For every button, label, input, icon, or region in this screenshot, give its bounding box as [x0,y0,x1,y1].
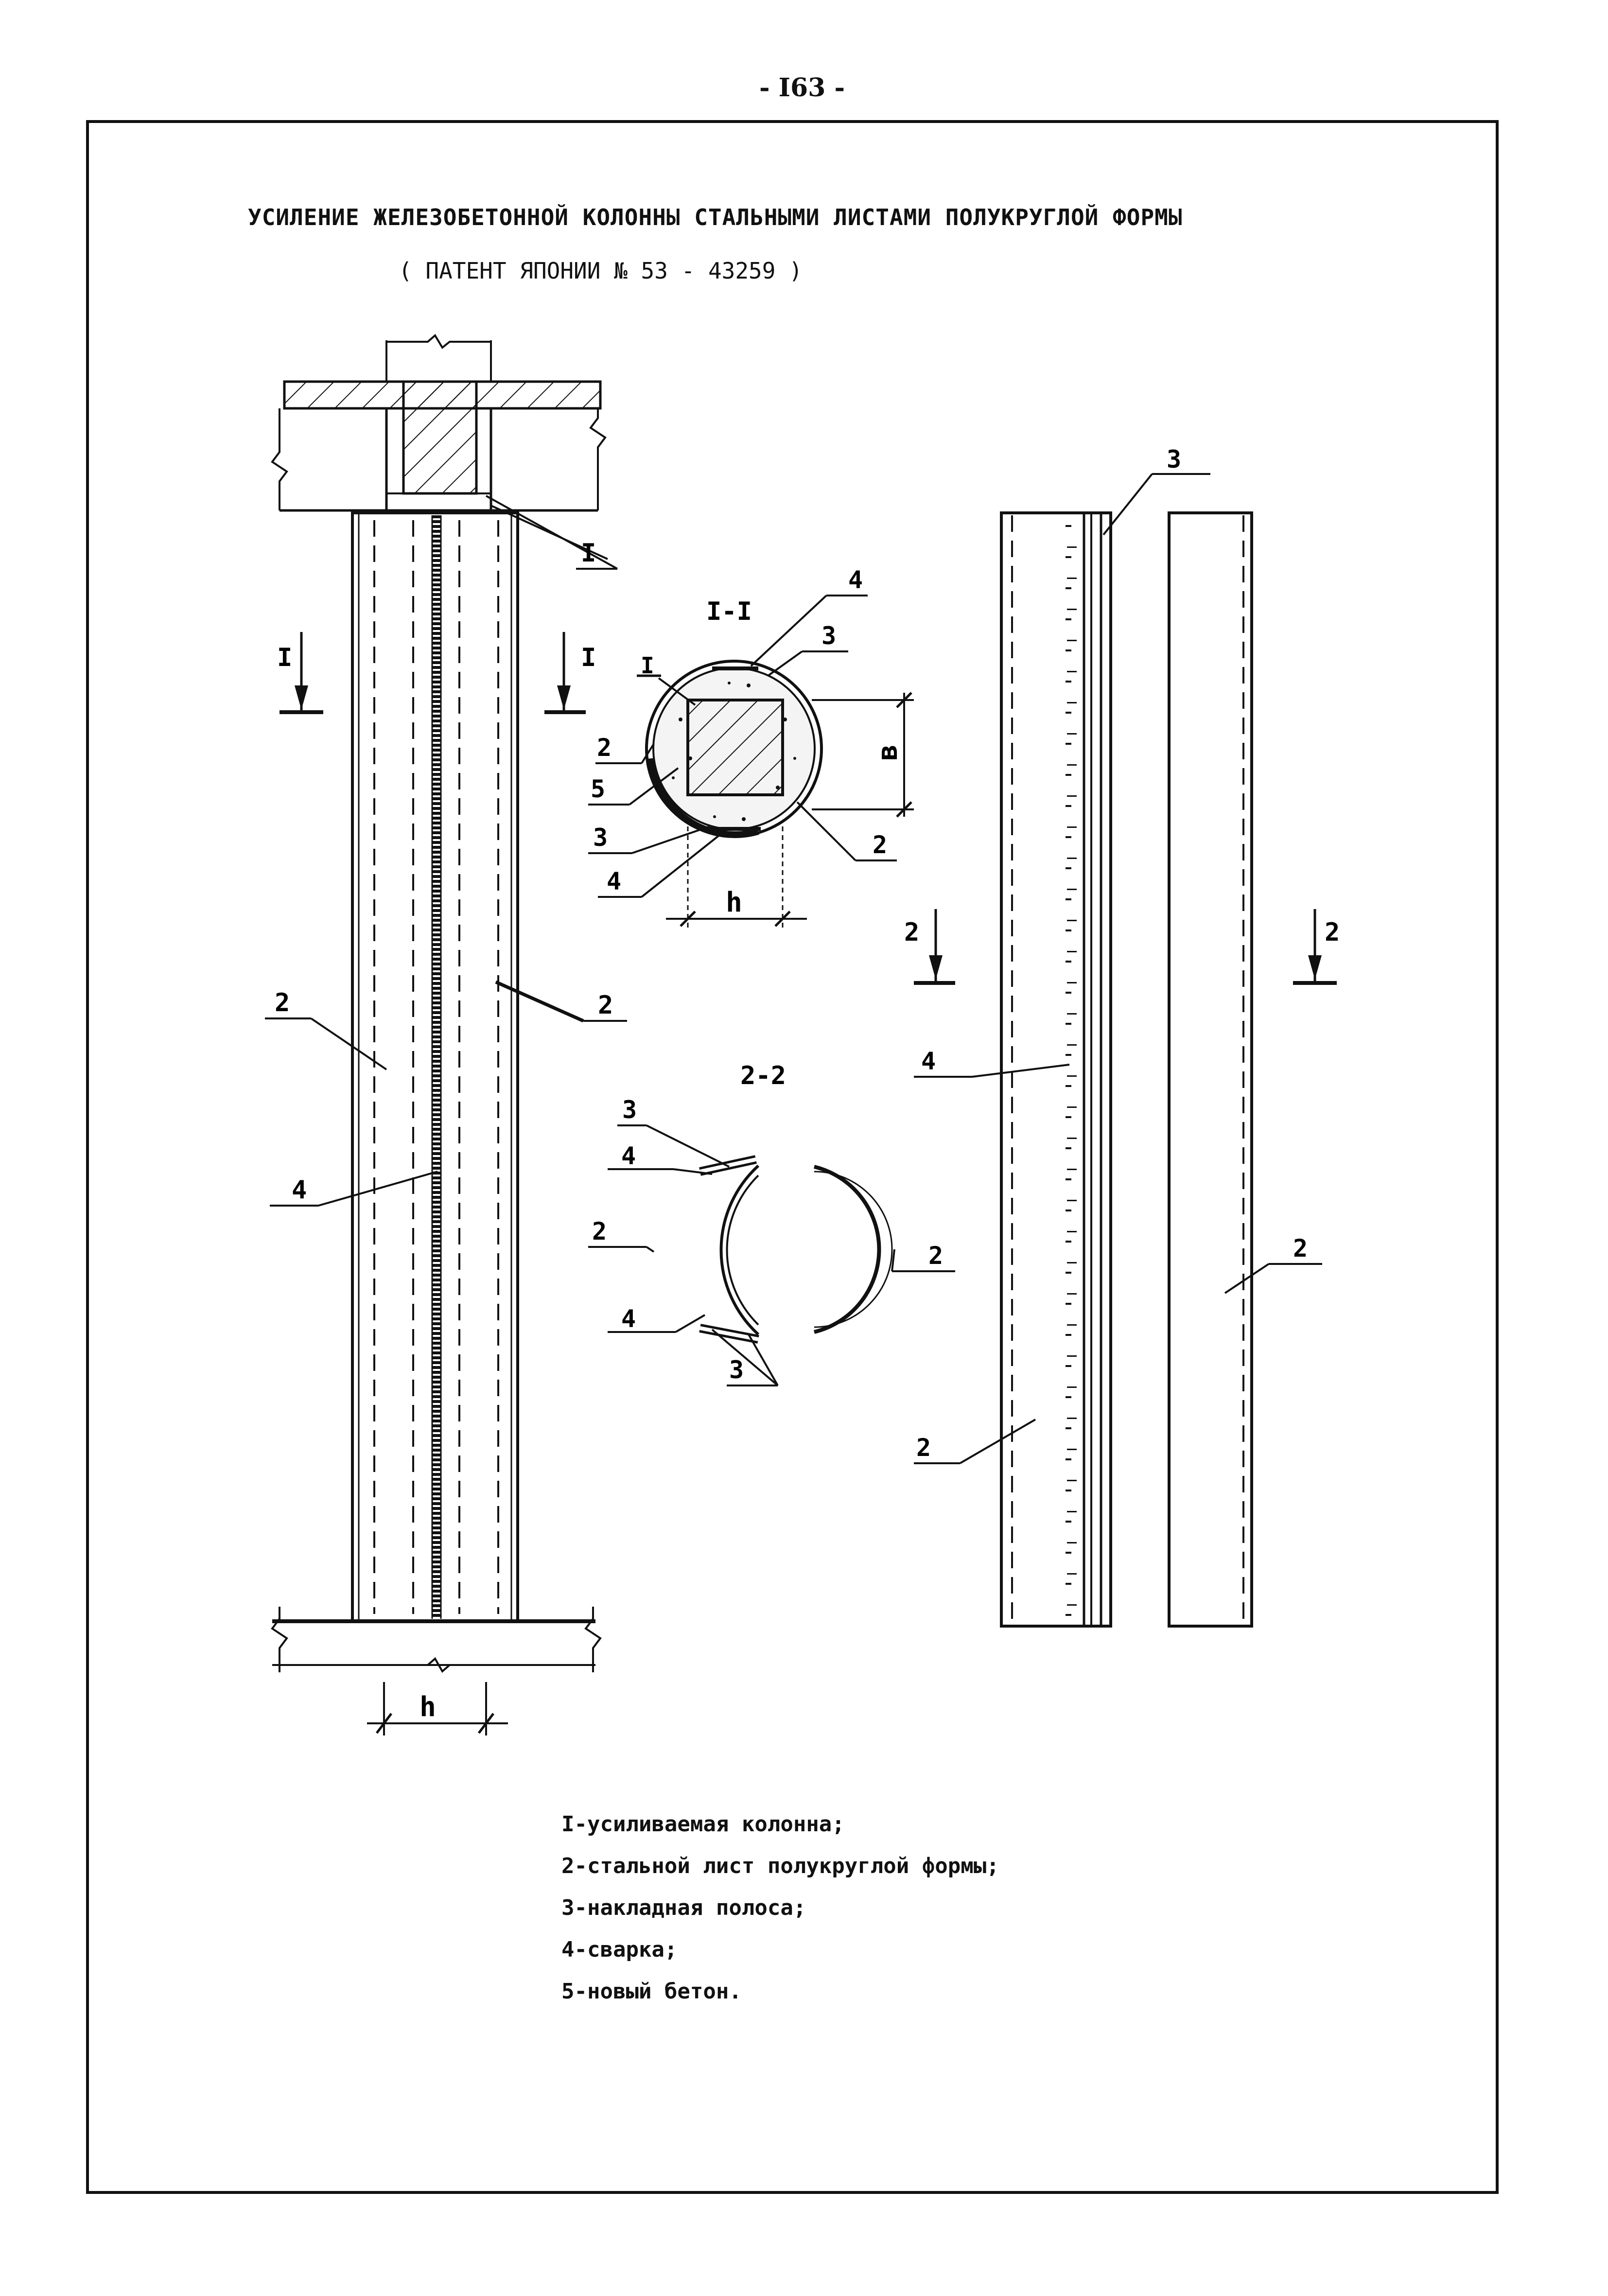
legend-item: I-усиливаемая колонна; [561,1812,845,1837]
callout-2-section22-right: 2 [928,1242,943,1270]
legend-item: 5-новый бетон. [561,1979,742,2004]
break-line-right [589,408,607,510]
callout-1-elevation: I [581,539,596,568]
section-core [686,699,784,796]
callout-4-section-top: 4 [848,566,863,594]
half-shell-left [719,1164,760,1336]
callout-2-elevation-right: 2 [598,991,613,1020]
sheet-elevations: 3 4 2 2 2 2 [904,445,1340,1628]
legend-item: 3-накладная полоса; [561,1895,806,1920]
callout-4-elevation: 4 [292,1175,307,1205]
column-elevation: h I I I 2 2 4 [265,333,627,1735]
section-1-1-title: I-I [706,597,752,626]
section-1-1-cut-label: I [641,652,654,679]
legend-item: 4-сварка; [561,1937,678,1962]
dimension-h-elevation: h [419,1691,436,1723]
callout-4-section22-bottom: 4 [621,1305,636,1333]
callout-4-section-bottom: 4 [607,867,621,895]
callout-3-sheet: 3 [1167,445,1181,473]
section-arrow-right-label: I [581,643,596,672]
callout-2-section22-left: 2 [592,1217,607,1245]
callout-2-sheet-right: 2 [1293,1234,1308,1262]
section-2-2-title: 2-2 [740,1061,786,1090]
callout-3-section-top: 3 [821,622,836,650]
callout-2-section-left: 2 [597,734,612,762]
callout-3-section22-top: 3 [622,1096,637,1124]
section-arrow-2-left-label: 2 [904,918,919,947]
callout-4-section22-top: 4 [621,1142,636,1170]
legend-item: 2-стальной лист полукруглой формы; [561,1854,999,1878]
legend: I-усиливаемая колонна; 2-стальной лист п… [561,1804,1339,2013]
plain-sheet [1168,511,1253,1628]
dimension-h-section: h [726,887,742,918]
sheet-frame [86,120,1499,2194]
callout-4-sheet: 4 [921,1047,936,1075]
drawing-subtitle: ( ПАТЕНТ ЯПОНИИ № 53 - 43259 ) [399,258,803,284]
callout-2-section-right: 2 [873,831,887,859]
section-arrow-2-right-label: 2 [1325,918,1340,947]
callout-2-sheet-left: 2 [916,1434,931,1462]
section-1-1: I-I в h I [588,566,914,929]
break-line-left [271,408,288,510]
section-arrow-left-label: I [277,643,292,672]
half-shell-right [814,1165,881,1334]
callout-2-elevation-left: 2 [275,988,290,1017]
column-head-hatched [402,380,478,495]
sheet-with-strip [1000,511,1112,1628]
callout-3-section-bottom: 3 [593,824,608,852]
drawing-title: УСИЛЕНИЕ ЖЕЛЕЗОБЕТОННОЙ КОЛОННЫ СТАЛЬНЫМ… [248,204,1183,230]
section-2-2: 2-2 3 4 2 4 3 2 [588,1061,955,1386]
callout-3-section22-bottom: 3 [729,1356,744,1384]
dimension-b: в [872,744,904,761]
page-number: - I63 - [759,73,845,103]
callout-5-section: 5 [591,775,605,803]
